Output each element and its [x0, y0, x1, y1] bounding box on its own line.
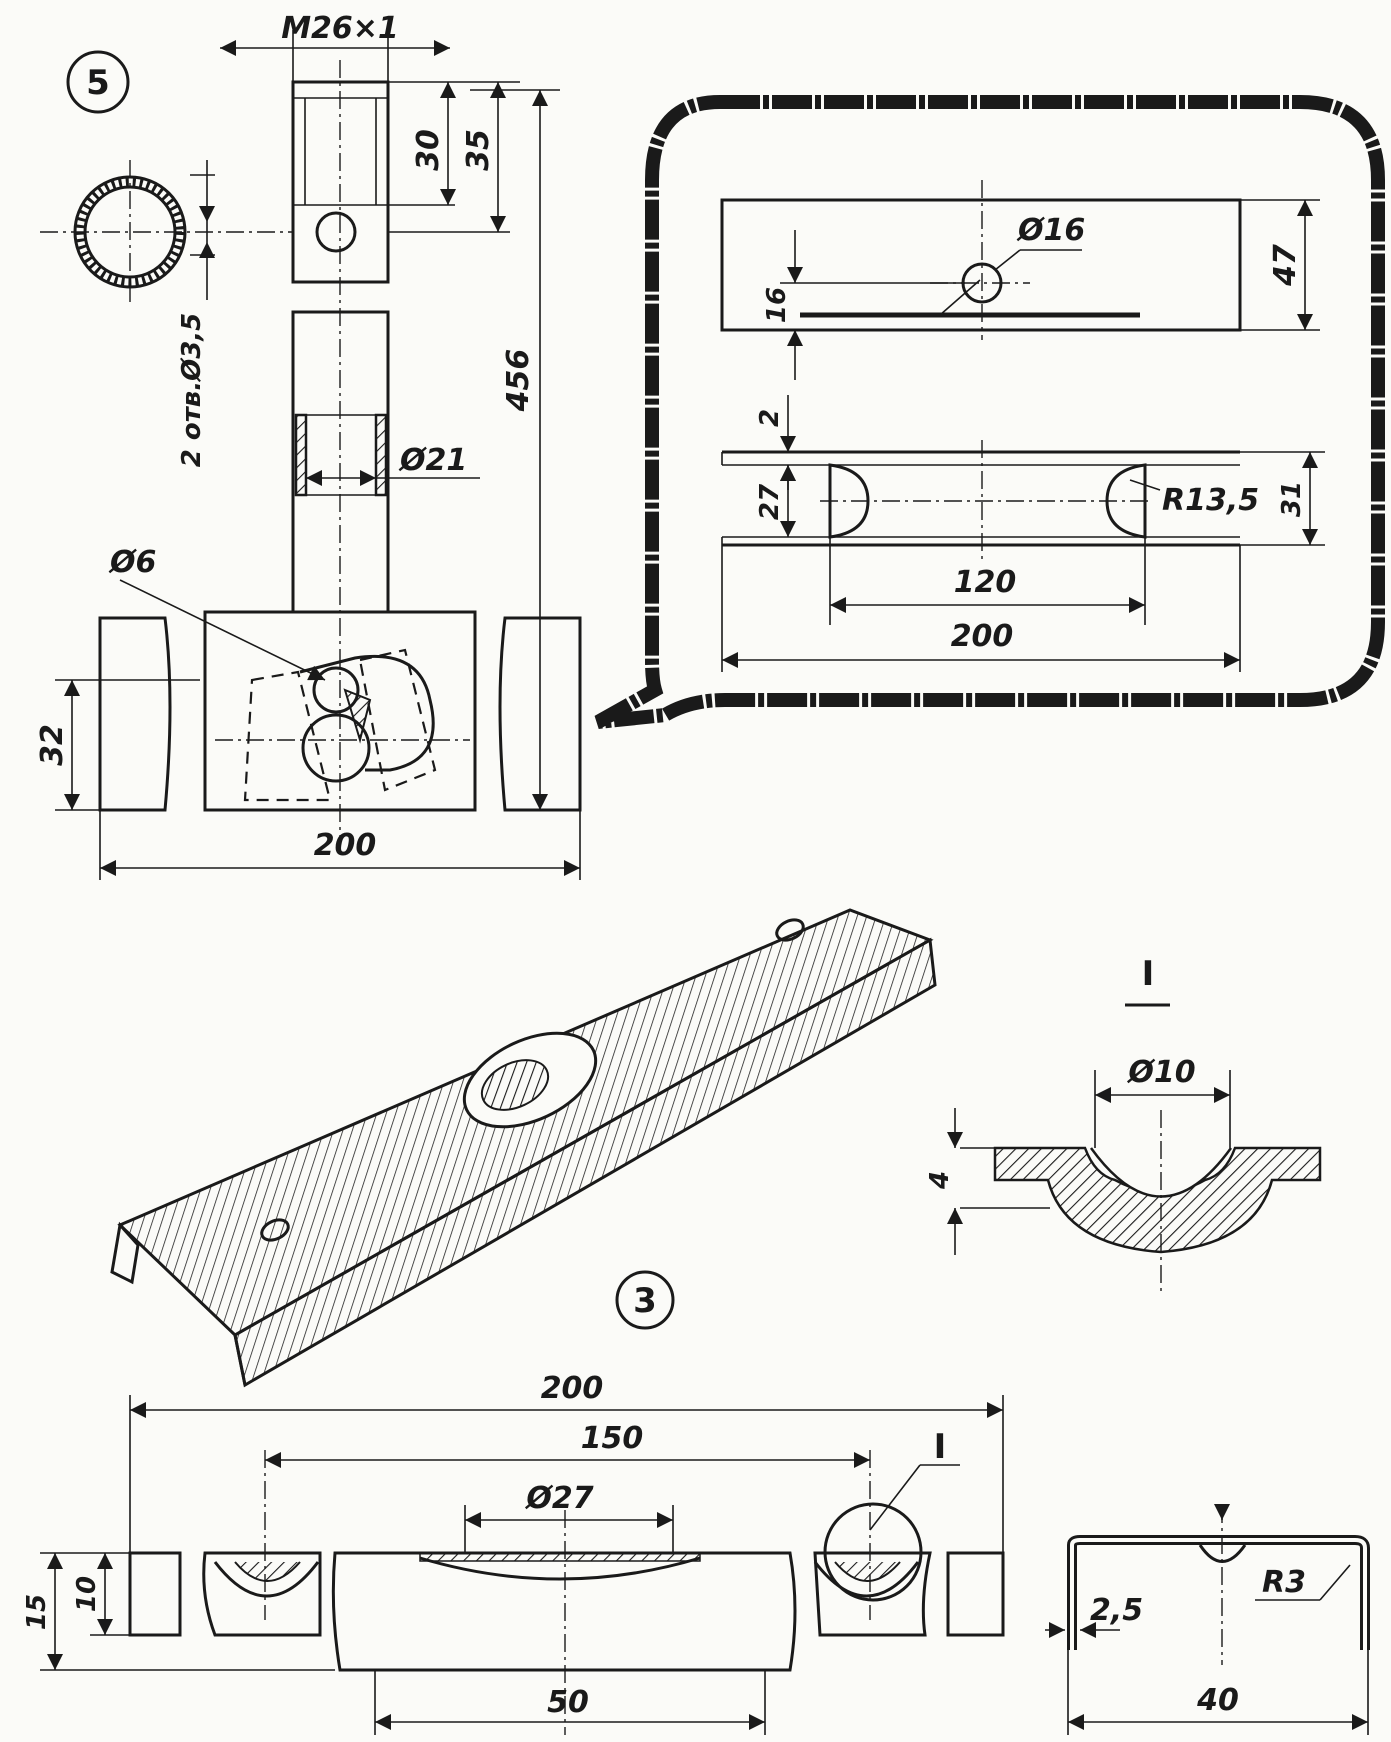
base-right — [498, 616, 582, 812]
inset-hole-label: Ø16 — [1016, 213, 1085, 248]
detail-dim-4: 4 — [925, 1171, 955, 1190]
figure-3-number: 3 — [633, 1281, 657, 1321]
front-dim-50: 50 — [547, 1685, 589, 1720]
front-dim-200: 200 — [541, 1371, 604, 1406]
inner-diameter-label: Ø21 — [398, 443, 467, 478]
thread-label: M26×1 — [281, 11, 399, 46]
base-center — [203, 610, 477, 812]
dim-32: 32 — [35, 724, 70, 766]
base-left — [98, 616, 172, 812]
profile-thickness-label: 2,5 — [1090, 1593, 1143, 1628]
dim-35: 35 — [461, 129, 496, 171]
inset-dim-120: 120 — [954, 565, 1017, 600]
inset-dim-27: 27 — [755, 483, 785, 520]
front-center-block — [331, 1551, 797, 1672]
detail-label-top: I — [1142, 954, 1155, 994]
inset-dim-200: 200 — [951, 619, 1014, 654]
figure-3-front-view: 200 150 Ø27 I 15 10 50 — [22, 1371, 1005, 1735]
pin-diameter-label: Ø6 — [108, 545, 156, 580]
inset-top-rect — [720, 198, 1242, 332]
inset-panel: Ø16 16 47 2 27 R13,5 31 120 — [594, 95, 1385, 729]
front-dim-150: 150 — [581, 1421, 644, 1456]
inset-dim-47: 47 — [1268, 244, 1303, 287]
front-dim-15: 15 — [22, 1594, 52, 1630]
detail-section — [993, 1146, 1322, 1254]
holes-label: 2 отв.Ø3,5 — [177, 313, 207, 468]
inset-radius-label: R13,5 — [1162, 483, 1259, 518]
profile-dim-40: 40 — [1196, 1683, 1239, 1718]
figure-5-number: 5 — [86, 63, 110, 103]
dim-200-fig5: 200 — [314, 828, 377, 863]
dim-30: 30 — [411, 129, 446, 171]
inset-frame — [594, 95, 1385, 729]
figure-5-circle — [66, 50, 130, 114]
figure-3-isometric: 3 — [110, 908, 937, 1388]
detail-dim-10: Ø10 — [1126, 1055, 1195, 1090]
front-dim-10: 10 — [72, 1576, 102, 1612]
front-detail-ref: I — [934, 1427, 947, 1467]
pin-hole — [315, 211, 357, 253]
dim-456: 456 — [501, 349, 536, 413]
inset-dim-31: 31 — [1277, 481, 1307, 517]
figure-5: 5 M26×1 Ø21 30 35 456 — [35, 11, 582, 880]
inset-dim-2: 2 — [755, 409, 785, 427]
front-dim-d27: Ø27 — [524, 1481, 593, 1516]
profile-radius-label: R3 — [1262, 1565, 1306, 1600]
figure-3-circle — [615, 1270, 675, 1330]
channel-profile: R3 2,5 40 — [1045, 1504, 1370, 1735]
inset-dim-16: 16 — [762, 287, 792, 323]
detail-I: I Ø10 4 — [925, 954, 1322, 1292]
